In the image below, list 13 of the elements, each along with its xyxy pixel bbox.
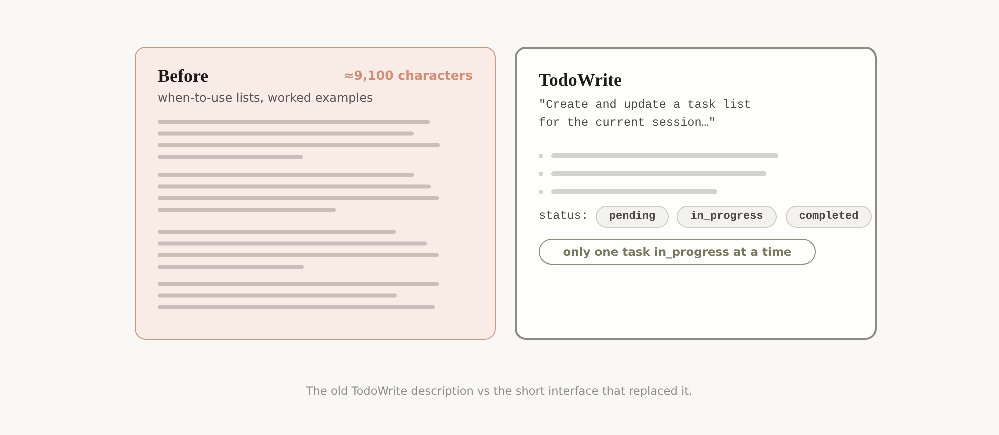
before-panel <box>135 47 496 340</box>
status-tag: pending <box>596 206 669 228</box>
figure-caption: The old TodoWrite description vs the short interface that replaced it. <box>306 384 693 400</box>
character-count: ≈9,100 characters <box>342 67 473 85</box>
rule-note: only one task in_progress at a time <box>539 239 816 265</box>
status-label: status: <box>539 208 590 225</box>
status-tag: in_progress <box>677 206 777 228</box>
panel-title: Before <box>158 65 210 87</box>
panel-title: TodoWrite <box>539 69 624 91</box>
status-tag: completed <box>786 206 872 228</box>
tool-panel <box>515 47 877 340</box>
quoted-description: "Create and update a task list for the current session…" <box>539 97 752 132</box>
panel-subtitle: when-to-use lists, worked examples <box>158 90 374 107</box>
